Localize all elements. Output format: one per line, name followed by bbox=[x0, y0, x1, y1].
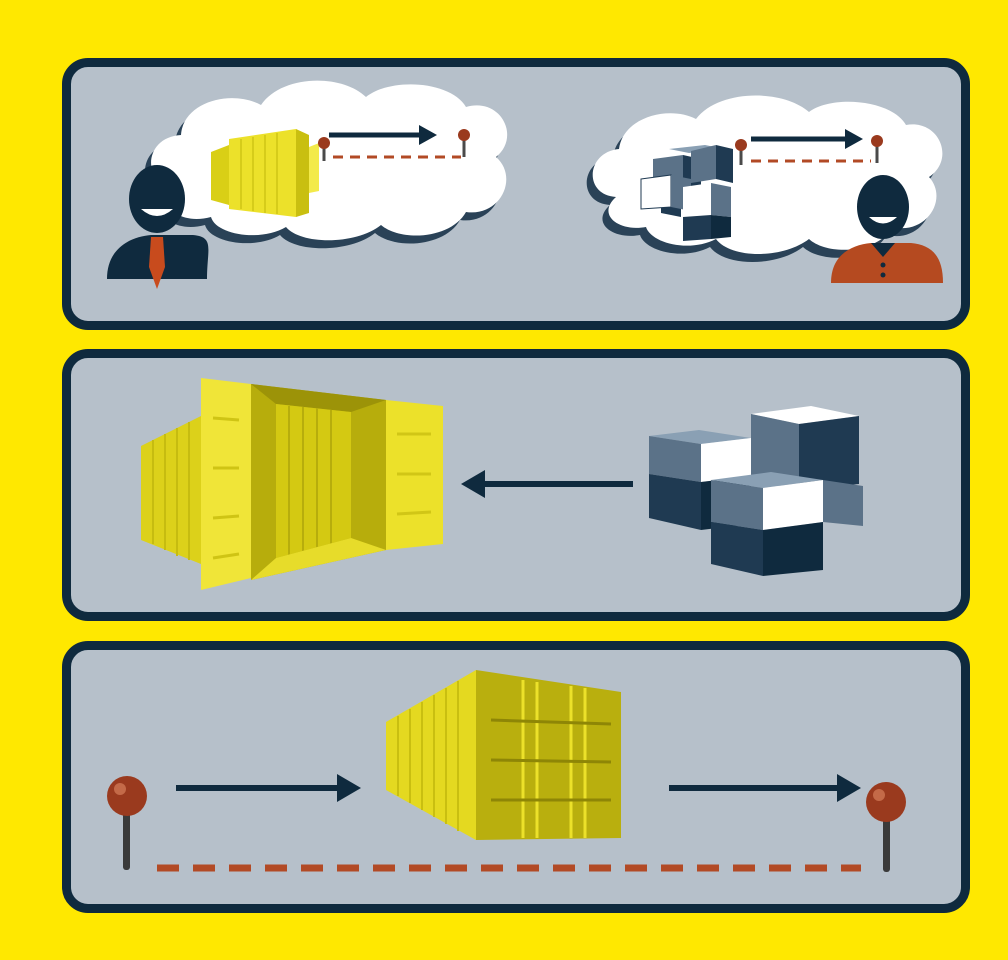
destination-pin-icon bbox=[866, 782, 906, 872]
shipping-illustration bbox=[71, 650, 961, 904]
open-container-icon bbox=[141, 378, 443, 590]
origin-pin-icon bbox=[107, 776, 147, 870]
thought-cloud-icon bbox=[145, 81, 507, 249]
arrow-right-icon bbox=[669, 774, 861, 802]
planning-illustration bbox=[71, 67, 961, 321]
step-loading-panel bbox=[62, 349, 970, 621]
arrow-left-icon bbox=[461, 470, 633, 498]
step-shipping-panel bbox=[62, 641, 970, 913]
closed-container-icon bbox=[386, 670, 621, 840]
boxes-icon bbox=[649, 406, 863, 576]
arrow-right-icon bbox=[176, 774, 361, 802]
loading-illustration bbox=[71, 358, 961, 612]
step-planning-panel bbox=[62, 58, 970, 330]
